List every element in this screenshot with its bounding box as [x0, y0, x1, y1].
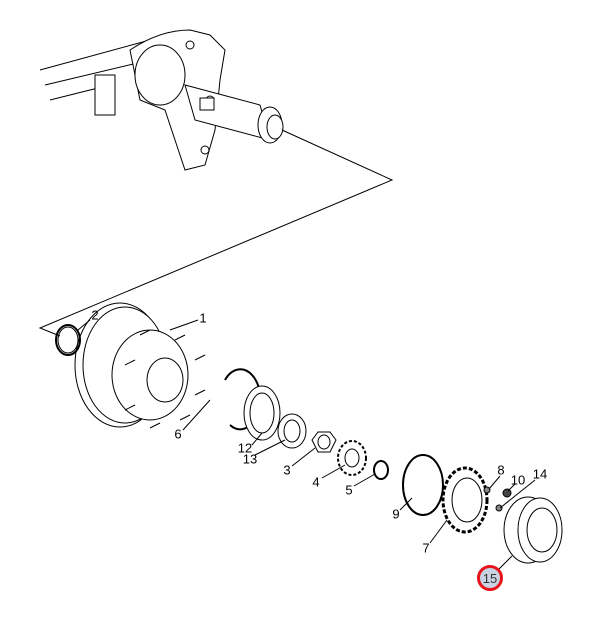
callout-6: 6: [174, 426, 182, 442]
callout-8: 8: [497, 462, 505, 478]
callout-15-highlighted[interactable]: 15: [477, 565, 503, 591]
callout-5: 5: [345, 482, 353, 498]
callout-13: 13: [242, 451, 258, 467]
callout-12: 12: [237, 440, 253, 456]
axle-housing: [39, 29, 284, 171]
hub-assembly: [74, 302, 206, 429]
callout-9: 9: [392, 506, 400, 522]
callout-7: 7: [422, 540, 430, 556]
callout-4: 4: [312, 474, 320, 490]
callout-3: 3: [283, 462, 291, 478]
callout-10: 10: [510, 472, 526, 488]
callout-2: 2: [91, 307, 99, 323]
callout-14: 14: [532, 466, 548, 482]
callout-1: 1: [199, 310, 207, 326]
